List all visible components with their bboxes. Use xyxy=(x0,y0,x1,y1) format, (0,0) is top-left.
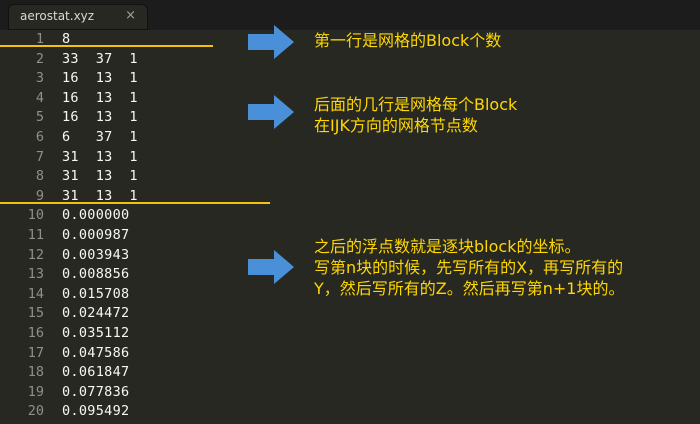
line-text: 0.008856 xyxy=(62,266,130,283)
code-line[interactable]: 2 33 37 1 xyxy=(0,50,700,70)
code-line[interactable]: 11 0.000987 xyxy=(0,226,700,246)
line-number: 15 xyxy=(27,305,44,322)
code-line[interactable]: 18 0.061847 xyxy=(0,363,700,383)
line-text: 0.095492 xyxy=(62,403,130,420)
line-text: 0.035112 xyxy=(62,325,130,341)
line-text: 0.077836 xyxy=(62,383,130,400)
line-number: 7 xyxy=(35,148,44,165)
tab-title: aerostat.xyz xyxy=(20,9,95,23)
annotation-text: 第一行是网格的Block个数 xyxy=(314,31,502,50)
line-number: 17 xyxy=(27,344,44,361)
line-text: 0.047586 xyxy=(62,344,130,361)
line-number: 11 xyxy=(27,227,44,243)
line-text: 0.000987 xyxy=(62,227,130,243)
line-number: 5 xyxy=(35,109,44,126)
code-line[interactable]: 3 16 13 1 xyxy=(0,69,700,89)
annotation-text: 之后的浮点数就是逐块block的坐标。 xyxy=(314,237,581,256)
close-icon[interactable]: × xyxy=(125,8,136,23)
line-text: 0.000000 xyxy=(62,207,130,224)
line-number: 8 xyxy=(35,168,44,185)
separator-after-line-9 xyxy=(0,202,270,204)
code-line[interactable]: 6 6 37 1 xyxy=(0,128,700,148)
code-line[interactable]: 5 16 13 1 xyxy=(0,108,700,128)
annotation-text: Y，然后写所有的Z。然后再写第n+1块的。 xyxy=(314,279,625,298)
line-text: 0.003943 xyxy=(62,246,130,263)
line-text: 31 13 1 xyxy=(62,168,138,185)
line-number: 3 xyxy=(35,70,44,87)
annotation-ijk-nodes: 后面的几行是网格每个Block 在IJK方向的网格节点数 xyxy=(314,94,517,136)
arrow-right-icon xyxy=(248,95,294,129)
line-text: 0.024472 xyxy=(62,305,130,322)
separator-after-line-1 xyxy=(0,45,213,47)
line-text: 33 37 1 xyxy=(62,50,138,67)
annotation-text: 在IJK方向的网格节点数 xyxy=(314,116,478,135)
arrow-right-icon xyxy=(248,25,294,59)
code-line[interactable]: 14 0.015708 xyxy=(0,285,700,305)
arrow-right-icon xyxy=(248,250,294,284)
line-number: 12 xyxy=(27,246,44,263)
line-number: 19 xyxy=(27,383,44,400)
line-text: 6 37 1 xyxy=(62,129,138,145)
line-text: 0.015708 xyxy=(62,285,130,302)
line-text: 31 13 1 xyxy=(62,148,138,165)
annotation-coordinates: 之后的浮点数就是逐块block的坐标。 写第n块的时候，先写所有的X，再写所有的… xyxy=(314,236,624,299)
annotation-block-count: 第一行是网格的Block个数 xyxy=(314,30,501,51)
code-line[interactable]: 15 0.024472 xyxy=(0,304,700,324)
line-text: 0.061847 xyxy=(62,364,130,381)
code-line[interactable]: 19 0.077836 xyxy=(0,383,700,403)
line-number: 1 xyxy=(35,31,44,47)
code-line[interactable]: 17 0.047586 xyxy=(0,344,700,364)
line-number: 6 xyxy=(35,129,44,145)
line-text: 16 13 1 xyxy=(62,89,138,106)
annotation-text: 写第n块的时候，先写所有的X，再写所有的 xyxy=(314,258,624,277)
line-number: 2 xyxy=(35,50,44,67)
line-text: 16 13 1 xyxy=(62,70,138,87)
code-line[interactable]: 8 31 13 1 xyxy=(0,167,700,187)
code-line[interactable]: 16 0.035112 xyxy=(0,324,700,344)
code-line[interactable]: 12 0.003943 xyxy=(0,246,700,266)
code-line[interactable]: 7 31 13 1 xyxy=(0,148,700,168)
code-line[interactable]: 20 0.095492 xyxy=(0,402,700,422)
code-line[interactable]: 4 16 13 1 xyxy=(0,89,700,109)
line-number: 10 xyxy=(27,207,44,224)
line-text: 16 13 1 xyxy=(62,109,138,126)
code-line[interactable]: 9 31 13 1 xyxy=(0,187,700,207)
tab-bar: aerostat.xyz × xyxy=(0,0,700,30)
annotation-text: 后面的几行是网格每个Block xyxy=(314,95,518,114)
line-text: 8 xyxy=(62,31,71,47)
line-number: 18 xyxy=(27,364,44,381)
line-number: 9 xyxy=(35,187,44,204)
line-number: 14 xyxy=(27,285,44,302)
code-line[interactable]: 10 0.000000 xyxy=(0,206,700,226)
line-number: 20 xyxy=(27,403,44,420)
file-tab[interactable]: aerostat.xyz × xyxy=(8,4,148,30)
line-number: 4 xyxy=(35,89,44,106)
line-number: 16 xyxy=(27,325,44,341)
code-line[interactable]: 13 0.008856 xyxy=(0,265,700,285)
line-number: 13 xyxy=(27,266,44,283)
line-text: 31 13 1 xyxy=(62,187,138,204)
